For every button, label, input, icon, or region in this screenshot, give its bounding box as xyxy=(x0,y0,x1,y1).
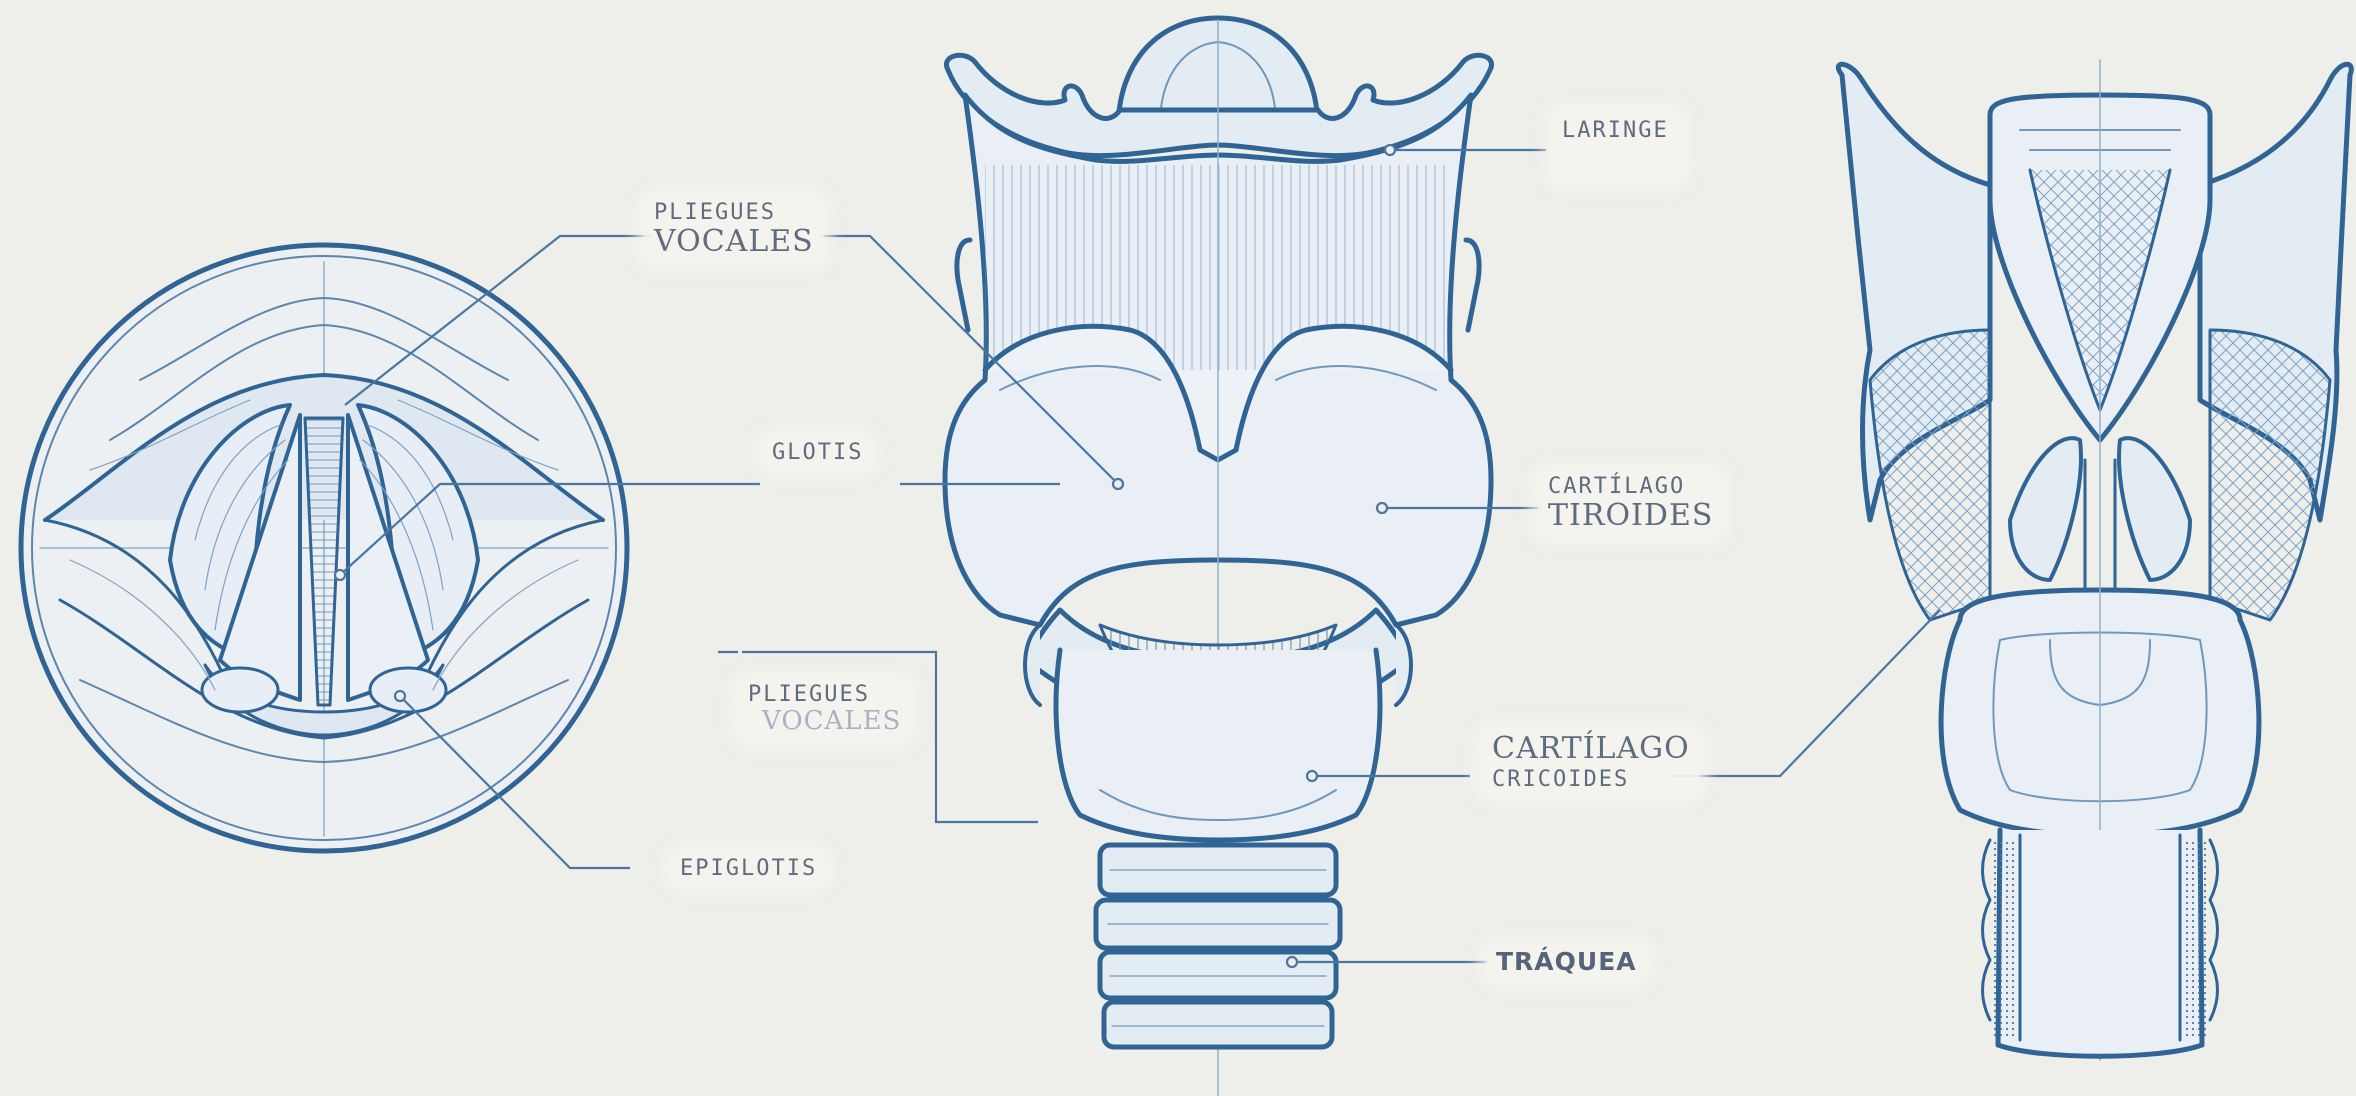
label-pliegues-vocales-top-line1: PLIEGUES xyxy=(654,200,814,225)
label-pliegues-vocales-lower-line1: PLIEGUES xyxy=(748,682,901,707)
label-pliegues-vocales-top: PLIEGUES VOCALES xyxy=(644,196,824,264)
label-glotis: GLOTIS xyxy=(762,436,873,469)
label-cartilago-tiroides-line2: TIROIDES xyxy=(1548,499,1713,534)
label-cartilago-tiroides: CARTÍLAGO TIROIDES xyxy=(1538,470,1723,538)
label-cartilago-cricoides-line1: CARTÍLAGO xyxy=(1492,732,1690,767)
label-pliegues-vocales-lower: PLIEGUES VOCALES xyxy=(738,678,911,741)
label-laringe: LARINGE xyxy=(1552,110,1683,183)
label-pliegues-vocales-top-line2: VOCALES xyxy=(654,225,814,260)
label-epiglotis: EPIGLOTIS xyxy=(670,852,827,885)
label-pliegues-vocales-lower-line2: VOCALES xyxy=(748,707,901,737)
label-cartilago-cricoides: CARTÍLAGO CRICOIDES xyxy=(1482,728,1700,796)
larynx-back-view xyxy=(1838,60,2351,1060)
label-cartilago-tiroides-line1: CARTÍLAGO xyxy=(1548,474,1713,499)
larynx-front-view xyxy=(945,18,1492,1096)
label-cartilago-cricoides-line2: CRICOIDES xyxy=(1492,767,1690,792)
label-traquea: TRÁQUEA xyxy=(1486,944,1647,981)
glottis-circle-view xyxy=(21,245,627,851)
